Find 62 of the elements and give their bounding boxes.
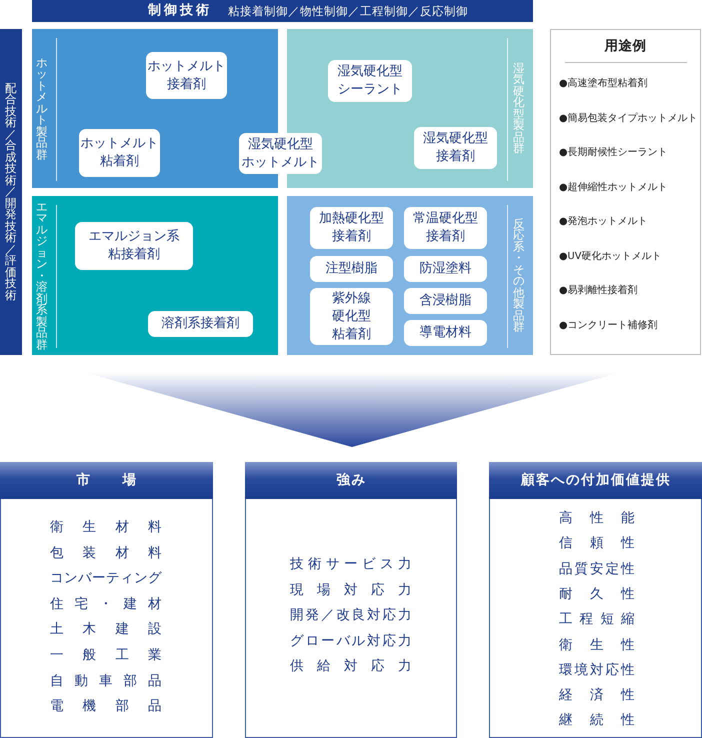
list-item: 住宅・建材 — [50, 594, 162, 614]
list-item: ●発泡ホットメルト — [559, 215, 648, 229]
product-box: 防湿塗料 — [404, 256, 487, 282]
list-item: 現場対応力 — [290, 580, 412, 600]
list-item: ●UV硬化ホットメルト — [559, 250, 662, 264]
list-item: コンバーティング — [50, 569, 162, 588]
list-item: 開発／改良対応力 — [290, 606, 412, 625]
info-card — [489, 462, 702, 738]
product-box: エマルジョン系粘接着剤 — [75, 222, 193, 270]
band-text: 粘接着制御／物性制御／工程制御／反応制御 — [228, 3, 468, 20]
list-item: 供給対応力 — [290, 657, 412, 676]
list-item: 高性能 — [559, 509, 635, 528]
list-item: ●高速塗布型粘着剤 — [559, 76, 648, 91]
card-header: 強み — [245, 462, 457, 499]
header-band — [32, 0, 533, 22]
list-item: 経済性 — [559, 686, 635, 706]
list-item: 土木建設 — [50, 620, 162, 640]
list-item: 環境対応性 — [559, 660, 635, 680]
list-item: 品質安定性 — [559, 560, 635, 579]
list-item: 衛生性 — [559, 636, 635, 654]
product-box: 湿気硬化型シーラント — [328, 60, 412, 102]
list-item: ●超伸縮性ホットメルト — [559, 180, 668, 194]
product-box: 溶剤系接着剤 — [148, 311, 253, 337]
product-group-panel — [287, 196, 533, 355]
group-title: エマルジョン・溶剤系製品群 — [36, 200, 48, 350]
list-item: 耐久性 — [559, 584, 635, 604]
list-item: ●易剥離性接着剤 — [559, 284, 638, 298]
product-box: 湿気硬化型ホットメルト — [239, 133, 322, 174]
product-box: 常温硬化型接着剤 — [404, 207, 487, 249]
group-title: 湿気硬化型製品群 — [513, 62, 525, 154]
product-box: 含浸樹脂 — [404, 288, 487, 314]
list-item: 継続性 — [559, 711, 635, 730]
info-card — [0, 462, 213, 738]
list-item: 技術サービス力 — [290, 555, 412, 574]
list-item: 電機部品 — [50, 697, 162, 716]
band-heading: 制御技術 — [148, 2, 212, 20]
product-box: 注型樹脂 — [310, 256, 393, 282]
list-item: 自動車部品 — [50, 672, 162, 691]
panel-heading: 用途例 — [604, 37, 646, 56]
product-box: 加熱硬化型接着剤 — [310, 207, 393, 249]
product-box: 導電材料 — [404, 320, 487, 346]
list-item: 一般工業 — [50, 646, 162, 665]
card-header: 市場 — [0, 462, 213, 499]
list-item: 衛生材料 — [50, 518, 162, 537]
product-box: ホットメルト粘着剤 — [79, 129, 160, 177]
list-item: 信頼性 — [559, 534, 635, 554]
product-box: 湿気硬化型接着剤 — [414, 127, 497, 169]
product-box: 紫外線硬化型粘着剤 — [310, 288, 393, 345]
card-header: 顧客への付加価値提供 — [489, 462, 702, 499]
group-title: ホットメルト製品群 — [36, 56, 48, 160]
list-item: グローバル対応力 — [290, 632, 412, 650]
product-box: ホットメルト接着剤 — [146, 52, 227, 99]
usage-panel — [550, 29, 701, 355]
group-title: 反応系・その他製品群 — [513, 218, 525, 333]
info-card — [245, 462, 457, 738]
list-item: ●コンクリート補修剤 — [559, 318, 658, 332]
list-item: ●簡易包装タイプホットメルト — [559, 112, 698, 126]
list-item: 包装材料 — [50, 544, 162, 563]
side-band: 配合技術／合成技術／開発技術／評価技術 — [0, 29, 22, 355]
list-item: 工程短縮 — [559, 610, 635, 630]
list-item: ●長期耐候性シーラント — [559, 146, 668, 160]
product-group-panel — [32, 196, 278, 355]
